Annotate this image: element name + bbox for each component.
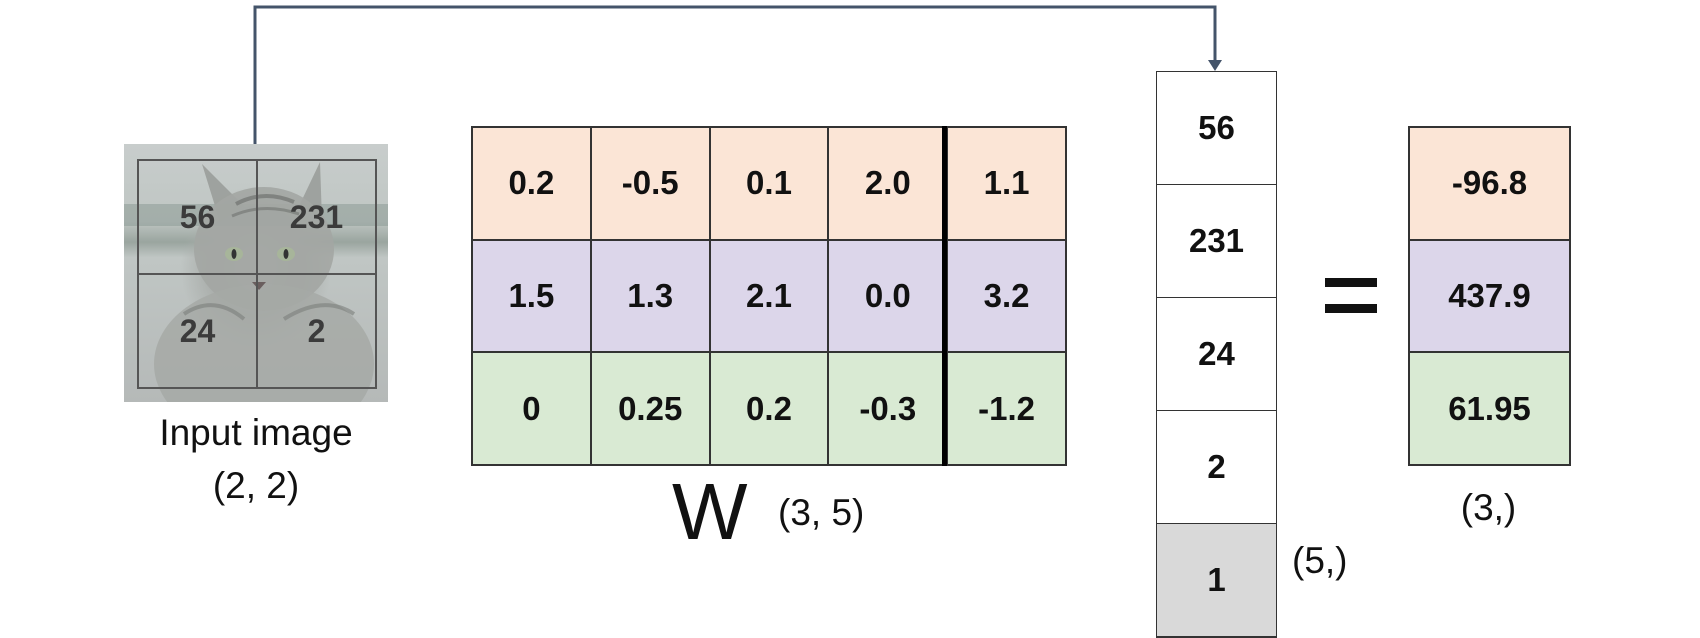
input-vector-cell: 231 <box>1157 185 1276 298</box>
output-cell: -96.8 <box>1409 127 1570 240</box>
input-image: 56 231 24 2 <box>124 144 388 402</box>
output-cell: 437.9 <box>1409 239 1570 353</box>
weight-matrix-shape: (3, 5) <box>778 492 865 533</box>
bias-separator <box>942 126 947 466</box>
weight-cell: -0.3 <box>828 352 948 465</box>
output-vector-shape: (3,) <box>1460 487 1517 528</box>
weight-cell: 2.0 <box>828 127 948 240</box>
pixel-cell: 231 <box>257 160 376 274</box>
weight-cell: 2.1 <box>709 239 829 353</box>
bias-cell: -1.2 <box>947 352 1066 465</box>
weight-cell: 1.5 <box>472 239 591 353</box>
input-vector-cell: 2 <box>1157 411 1276 524</box>
output-vector: -96.8 437.9 61.95 <box>1408 126 1571 466</box>
pixel-cell: 56 <box>138 160 257 274</box>
input-vector-shape: (5,) <box>1292 540 1348 581</box>
weight-cell: 1.3 <box>590 239 710 353</box>
weight-cell: 0.2 <box>709 352 829 465</box>
flatten-arrow-head <box>1208 60 1222 71</box>
input-image-caption: Input image <box>159 412 353 453</box>
weight-cell: 0.0 <box>828 239 948 353</box>
weight-cell: 0 <box>472 352 591 465</box>
input-vector-cell: 56 <box>1157 72 1276 185</box>
bias-input-cell: 1 <box>1157 524 1276 637</box>
bias-cell: 1.1 <box>947 127 1066 240</box>
input-vector: 56 231 24 2 1 <box>1156 71 1277 638</box>
flatten-arrow-line <box>253 5 1217 144</box>
weight-cell: 0.25 <box>590 352 710 465</box>
weight-cell: 0.1 <box>709 127 829 240</box>
pixel-grid: 56 231 24 2 <box>137 159 377 389</box>
bias-cell: 3.2 <box>947 239 1066 353</box>
weight-cell: -0.5 <box>590 127 710 240</box>
weight-matrix-label: W <box>672 467 748 556</box>
input-vector-cell: 24 <box>1157 298 1276 411</box>
pixel-cell: 2 <box>257 274 376 388</box>
equals-sign <box>1325 278 1377 318</box>
input-image-shape: (2, 2) <box>212 465 300 506</box>
output-cell: 61.95 <box>1409 352 1570 465</box>
pixel-cell: 24 <box>138 274 257 388</box>
weight-matrix: 0.2 -0.5 0.1 2.0 1.1 1.5 1.3 2.1 0.0 3.2… <box>471 126 1067 466</box>
weight-cell: 0.2 <box>472 127 591 240</box>
